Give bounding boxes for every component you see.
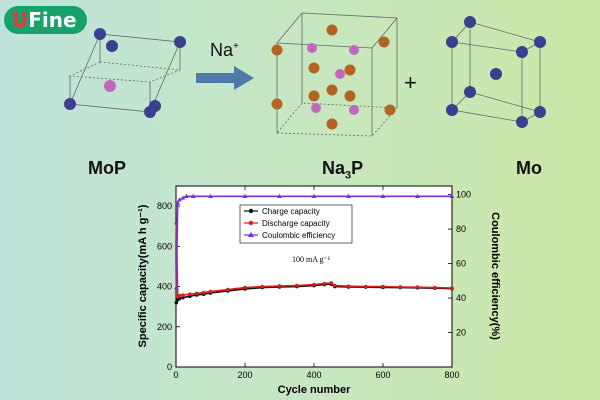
- data-point-discharge: [346, 284, 351, 288]
- data-point-discharge: [322, 281, 327, 286]
- y2-axis-label: Coulombic efficiency(%): [489, 212, 501, 340]
- ufine-logo: UFine: [4, 6, 87, 34]
- legend-marker-charge: [248, 208, 254, 214]
- data-point-coulombic: [208, 193, 213, 198]
- reaction-arrow: [196, 66, 254, 90]
- legend: Charge capacity Discharge capacity Coulo…: [239, 204, 353, 244]
- data-point-discharge: [208, 289, 213, 294]
- y2-tick-label: 40: [456, 293, 466, 303]
- data-point-discharge: [181, 293, 185, 297]
- data-point-coulombic: [277, 193, 282, 198]
- legend-marker-discharge: [248, 220, 254, 226]
- data-point-discharge: [332, 283, 337, 288]
- data-point-discharge: [194, 291, 199, 296]
- mo-crystal-illustration: [446, 16, 546, 128]
- na3p-crystal-illustration: [271, 12, 398, 137]
- p-atoms: [307, 43, 359, 115]
- data-point-coulombic: [173, 285, 179, 290]
- data-point-coulombic: [415, 193, 420, 198]
- x-axis-label: Cycle number: [278, 384, 351, 396]
- plus-sign: +: [404, 70, 417, 95]
- product1-label: Na3P: [322, 158, 364, 182]
- data-point-coulombic: [449, 193, 455, 198]
- data-point-discharge: [415, 285, 420, 289]
- y-tick-label: 0: [167, 362, 172, 372]
- y2-tick-label: 80: [456, 224, 466, 234]
- legend-marker-coulombic: [248, 232, 254, 237]
- product2-label: Mo: [516, 158, 542, 178]
- y-tick-label: 600: [157, 241, 172, 251]
- y2-tick-label: 20: [456, 328, 466, 338]
- data-point-discharge: [277, 284, 282, 288]
- data-point-discharge: [177, 293, 182, 298]
- p-atom: [104, 80, 116, 92]
- data-point-coulombic: [180, 195, 186, 200]
- y-axis-label: Specific capacity(mA h g⁻¹): [137, 204, 149, 347]
- x-tick-label: 200: [237, 370, 252, 380]
- data-point-discharge: [432, 285, 437, 290]
- data-point-coulombic: [175, 200, 181, 205]
- data-point-coulombic: [380, 193, 386, 198]
- data-point-discharge: [225, 287, 230, 292]
- data-point-coulombic: [177, 197, 182, 202]
- data-point-discharge: [329, 281, 334, 285]
- data-point-discharge: [201, 290, 206, 295]
- data-point-discharge: [294, 283, 299, 288]
- na-atoms: [271, 24, 396, 130]
- legend-label-coulombic: Coulombic efficiency: [262, 231, 335, 240]
- data-point-discharge: [188, 292, 192, 296]
- legend-label-discharge: Discharge capacity: [262, 219, 330, 228]
- data-point-charge: [174, 300, 179, 305]
- data-point-discharge: [398, 285, 403, 289]
- mo-atoms: [64, 28, 186, 118]
- data-point-charge: [181, 295, 185, 300]
- legend-box: [239, 204, 353, 244]
- data-point-discharge: [312, 282, 316, 287]
- legend-label-charge: Charge capacity: [262, 207, 320, 216]
- data-point-discharge: [381, 284, 385, 289]
- data-point-discharge: [243, 285, 247, 290]
- data-point-discharge: [450, 286, 454, 290]
- data-point-discharge: [363, 284, 368, 289]
- data-point-coulombic: [183, 193, 189, 198]
- x-tick-label: 0: [173, 370, 178, 380]
- y2-tick-label: 60: [456, 259, 466, 269]
- y-tick-label: 200: [157, 322, 172, 332]
- y-tick-label: 400: [157, 282, 172, 292]
- x-tick-label: 600: [375, 370, 390, 380]
- y2-tick-label: 100: [456, 190, 471, 200]
- data-point-coulombic: [190, 193, 196, 198]
- y-tick-label: 800: [157, 201, 172, 211]
- mop-crystal-illustration: [64, 28, 186, 118]
- data-point-discharge: [260, 284, 265, 289]
- current-density-annotation: 100 mA g⁻¹: [292, 255, 331, 264]
- data-point-coulombic: [346, 193, 351, 198]
- data-point-coulombic: [311, 193, 317, 198]
- x-tick-label: 400: [306, 370, 321, 380]
- data-point-coulombic: [242, 193, 248, 198]
- reagent-label: Na+: [210, 40, 239, 60]
- mo-atoms: [446, 16, 546, 128]
- reactant-label: MoP: [88, 158, 126, 178]
- x-tick-label: 800: [444, 370, 459, 380]
